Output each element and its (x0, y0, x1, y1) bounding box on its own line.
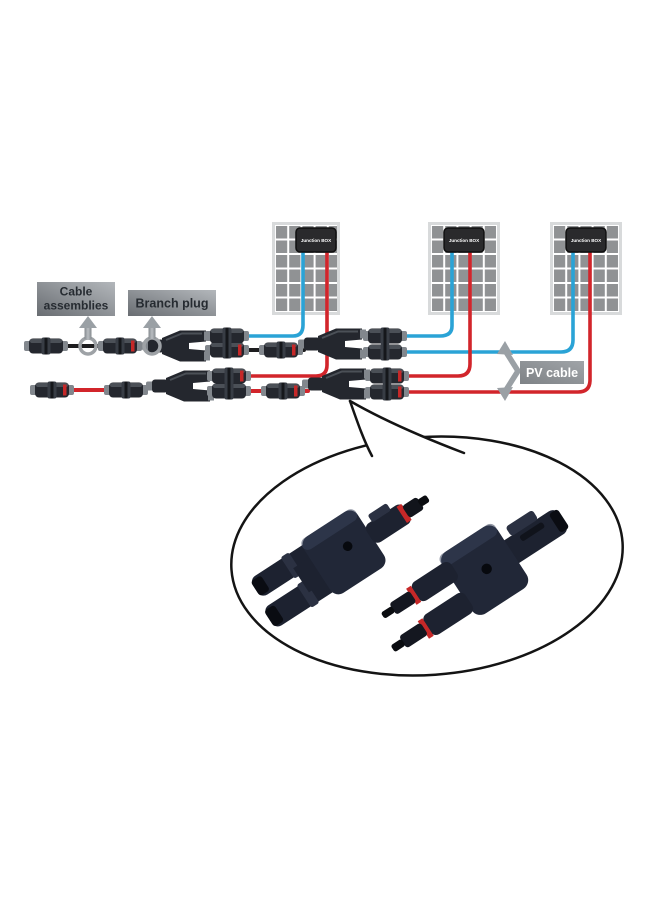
branch-plug-label: Branch plug (128, 290, 216, 316)
red-seal-ring (417, 618, 434, 639)
photo-branch-connector-ffm (251, 495, 430, 627)
cable-assemblies-label: Cable assemblies (37, 282, 115, 316)
mc4-coupler (207, 368, 251, 385)
mc4-coupler (24, 337, 68, 355)
branch-plug-connector (145, 369, 215, 403)
locking-tab (368, 503, 391, 522)
male-tip (390, 591, 416, 614)
port-opening (265, 605, 284, 626)
branch-plug-connector (297, 327, 367, 361)
mc4-coupler (205, 342, 249, 359)
cable-assemblies-text-1: Cable (60, 285, 93, 299)
mc4-coupler (30, 382, 74, 399)
mc4-coupler (259, 342, 303, 359)
solar-panel-3 (550, 222, 622, 315)
annotations: Cable assemblies Branch plug PV cable (37, 282, 584, 401)
bubble-tail-left (348, 399, 374, 458)
male-tip (400, 623, 427, 648)
mc4-coupler (365, 384, 409, 401)
male-port (411, 561, 458, 602)
arrow-up-icon (79, 316, 97, 339)
red-seal-ring (396, 503, 412, 523)
female-port (251, 541, 322, 596)
photo-branch-connector-mmf (381, 509, 569, 652)
red-seal-ring (406, 585, 422, 605)
mc4-coupler (363, 343, 407, 361)
mc4-coupler (104, 381, 148, 399)
pv-cable-callout: PV cable (497, 341, 584, 401)
mc4-coupler (207, 382, 251, 400)
port-opening (251, 576, 269, 596)
port-slot (519, 522, 545, 541)
blue-cable-panel3 (400, 249, 575, 354)
blue-cable-panel2 (398, 249, 454, 338)
male-pin (391, 639, 405, 652)
blue-cable-panel1 (246, 249, 305, 338)
junction-box-3: Junction BOX (565, 227, 607, 253)
red-cable-panel3 (402, 249, 592, 394)
junction-box-2: Junction BOX (443, 227, 485, 253)
junction-boxes: Junction BOX Junction BOX Junction BOX (295, 227, 607, 253)
pv-cable-text: PV cable (526, 366, 578, 380)
mounting-hole (342, 541, 353, 552)
body-highlight (439, 523, 498, 567)
male-port (423, 592, 474, 636)
junction-box-label: Junction BOX (449, 238, 480, 243)
mc4-coupler (365, 368, 409, 385)
female-port (500, 510, 568, 565)
branch-plug-connector (301, 367, 371, 401)
male-pin (381, 606, 395, 618)
locking-tab (506, 510, 538, 536)
port-opening (549, 509, 569, 532)
male-tip (403, 497, 424, 518)
mc4-coupler (98, 338, 142, 355)
zoom-callout-bubble (230, 399, 624, 677)
male-pin (417, 495, 430, 507)
arrow-up-icon (143, 316, 161, 339)
double-arrow-icon (497, 341, 521, 401)
junction-box-1: Junction BOX (295, 227, 337, 253)
mounting-hole (481, 563, 492, 575)
mc4-coupler (261, 383, 305, 400)
branch-plug-text: Branch plug (136, 296, 209, 310)
junction-box-label: Junction BOX (571, 238, 602, 243)
pv-cable-label-box (520, 361, 584, 384)
red-cable-panel2 (402, 249, 472, 378)
mc4-coupler (363, 327, 407, 345)
port-collar (297, 580, 319, 607)
body-highlight (301, 509, 358, 550)
red-cable-panel1 (248, 249, 329, 378)
bubble-tail-fill (350, 401, 464, 470)
male-port (365, 504, 411, 543)
junction-box-label: Junction BOX (301, 238, 332, 243)
cable-assemblies-text-2: assemblies (44, 299, 109, 313)
bubble-tail-right (348, 399, 466, 455)
